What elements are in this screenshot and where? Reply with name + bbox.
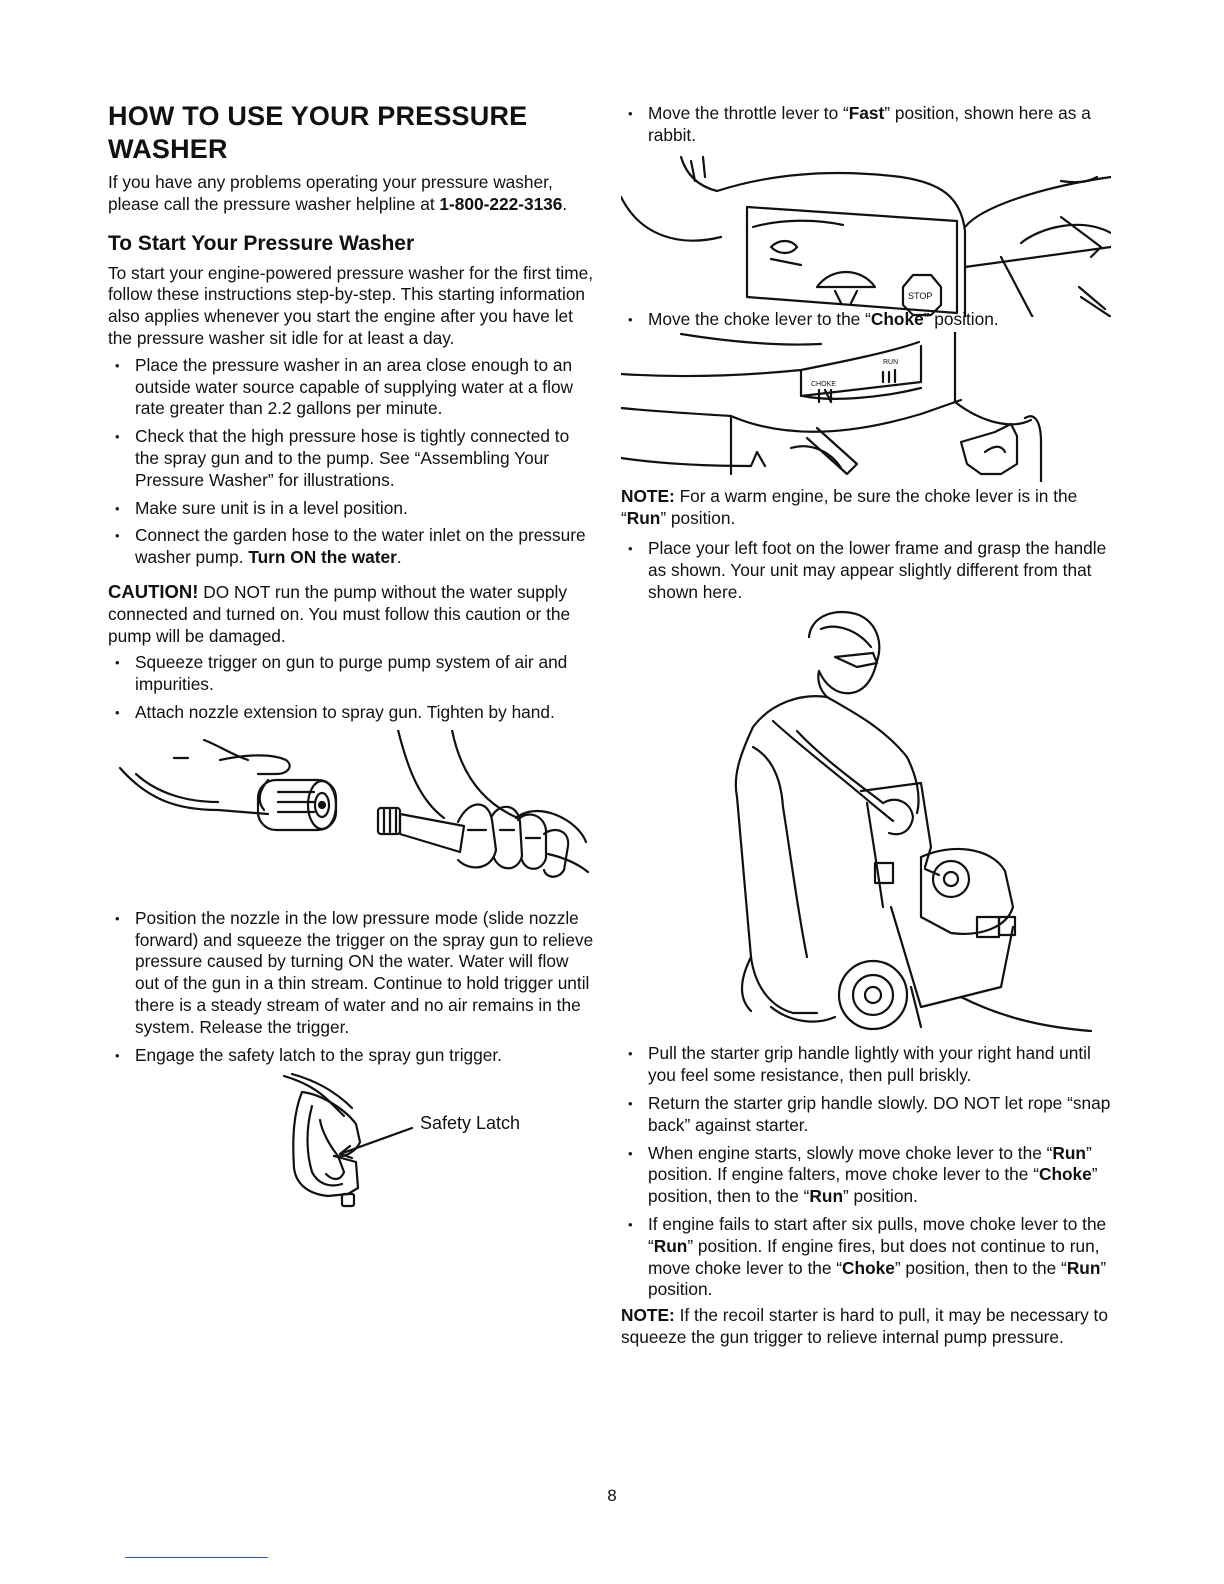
section-intro: To start your engine-powered pressure wa… <box>108 262 594 348</box>
step-list-a: Place the pressure washer in an area clo… <box>108 355 594 569</box>
note-label: NOTE: <box>621 486 675 507</box>
choke-step-list: Move the choke lever to the “Choke” posi… <box>621 309 1111 331</box>
list-item: Make sure unit is in a level position. <box>108 498 594 520</box>
list-item: Engage the safety latch to the spray gun… <box>108 1045 594 1067</box>
choke-lever-illustration: CHOKE RUN <box>621 332 1111 483</box>
intro-paragraph: If you have any problems operating your … <box>108 172 568 214</box>
list-item: Place the pressure washer in an area clo… <box>108 355 594 420</box>
list-item: If engine fails to start after six pulls… <box>621 1214 1111 1301</box>
caution-paragraph: CAUTION! DO NOT run the pump without the… <box>108 580 571 646</box>
footer-rule <box>125 1557 268 1558</box>
foot-step-list: Place your left foot on the lower frame … <box>621 538 1111 603</box>
caution-label: CAUTION! <box>108 580 199 602</box>
step-list-c: Position the nozzle in the low pressure … <box>108 908 594 1067</box>
list-item: When engine starts, slowly move choke le… <box>621 1143 1111 1208</box>
throttle-step-list: Move the throttle lever to “Fast” positi… <box>621 103 1111 147</box>
list-item: Attach nozzle extension to spray gun. Ti… <box>108 702 594 724</box>
section-heading: To Start Your Pressure Washer <box>108 231 415 255</box>
helpline-phone: 1-800-222-3136 <box>439 193 563 214</box>
list-item: Position the nozzle in the low pressure … <box>108 908 594 1039</box>
step-list-d: Pull the starter grip handle lightly wit… <box>621 1043 1111 1301</box>
note-recoil-starter: NOTE: If the recoil starter is hard to p… <box>621 1305 1108 1347</box>
note-label: NOTE: <box>621 1305 675 1326</box>
list-item: Pull the starter grip handle lightly wit… <box>621 1043 1111 1087</box>
nozzle-extension-illustration <box>108 729 594 900</box>
run-panel-label: RUN <box>883 359 898 366</box>
stop-panel-text: STOP <box>908 291 932 301</box>
choke-panel-label: CHOKE <box>811 381 836 388</box>
step-list-b: Squeeze trigger on gun to purge pump sys… <box>108 652 594 723</box>
page-title: HOW TO USE YOUR PRESSURE WASHER <box>108 101 528 164</box>
list-item: Place your left foot on the lower frame … <box>621 538 1111 603</box>
right-column: Move the throttle lever to “Fast” positi… <box>621 103 1111 1349</box>
starting-posture-illustration <box>621 607 1111 1037</box>
note-warm-engine: NOTE: For a warm engine, be sure the cho… <box>621 486 1078 529</box>
list-item: Squeeze trigger on gun to purge pump sys… <box>108 652 594 696</box>
list-item: Check that the high pressure hose is tig… <box>108 426 594 491</box>
list-item: Move the throttle lever to “Fast” positi… <box>621 103 1111 147</box>
page-number: 8 <box>607 1486 617 1505</box>
list-item: Return the starter grip handle slowly. D… <box>621 1093 1111 1137</box>
left-column: HOW TO USE YOUR PRESSURE WASHER If you h… <box>108 100 594 1212</box>
list-item: Move the choke lever to the “Choke” posi… <box>621 309 1111 331</box>
list-item: Connect the garden hose to the water inl… <box>108 525 594 569</box>
safety-latch-label: Safety Latch <box>420 1113 521 1134</box>
throttle-lever-illustration: STOP <box>621 147 1111 317</box>
safety-latch-illustration: Safety Latch <box>108 1072 594 1212</box>
